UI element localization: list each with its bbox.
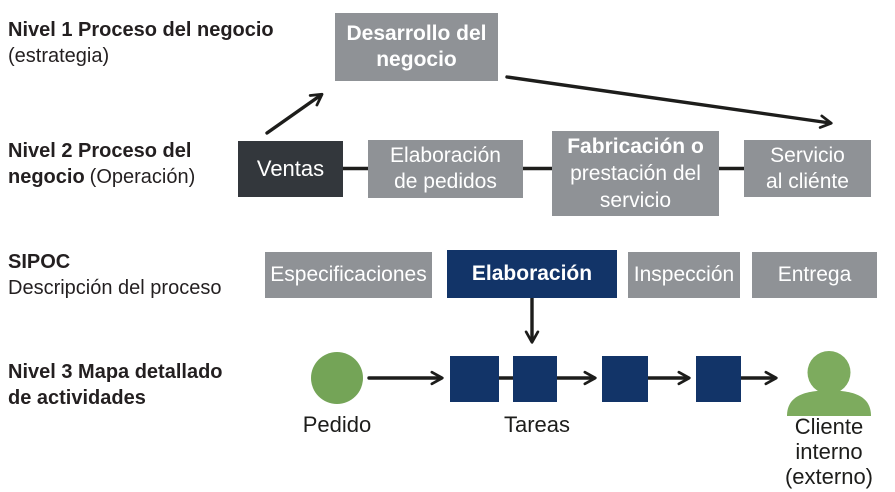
nivel2-row-label: Nivel 2 Proceso del negocio(Operación) xyxy=(8,138,195,190)
start-node-circle-icon xyxy=(311,352,363,404)
box-label-line: Servicio xyxy=(770,143,845,167)
cliente-label: Cliente interno (externo) xyxy=(769,414,889,489)
tareas-label: Tareas xyxy=(503,412,571,437)
box-fabricacion-o-prestacion: Fabricación o prestación del servicio xyxy=(552,131,719,216)
nivel2-row-label-line2: negocio(Operación) xyxy=(8,164,195,190)
box-label-line: servicio xyxy=(599,189,672,212)
task-node-4 xyxy=(696,356,741,402)
pedido-label: Pedido xyxy=(302,412,372,437)
box-label-line: de pedidos xyxy=(394,170,497,193)
cliente-label-line: interno xyxy=(795,439,863,464)
sipoc-box-elaboracion: Elaboración xyxy=(447,250,617,298)
nivel3-row-label: Nivel 3 Mapa detallado de actividades xyxy=(8,359,223,411)
nivel1-row-label-bold: Nivel 1 Proceso del negocio xyxy=(8,19,274,41)
sipoc-box-especificaciones: Especificaciones xyxy=(265,252,432,298)
box-label-line: Inspección xyxy=(633,263,735,286)
box-label-line: Elaboración xyxy=(390,144,501,167)
person-icon xyxy=(787,351,871,416)
box-elaboracion-de-pedidos: Elaboración de pedidos xyxy=(368,140,523,198)
box-label-line: Especificaciones xyxy=(270,263,427,286)
sipoc-box-entrega: Entrega xyxy=(752,252,877,298)
box-label-line: prestación del xyxy=(570,162,701,185)
nivel3-row-label-bold2: de actividades xyxy=(8,387,146,409)
nivel2-row-label-sub: (Operación) xyxy=(89,166,196,188)
nivel2-row-label-bold: Nivel 2 Proceso del xyxy=(8,140,192,162)
nivel1-row-label-sub: (estrategia) xyxy=(8,45,110,67)
task-node-3 xyxy=(602,356,648,402)
task-node-1 xyxy=(450,356,499,402)
nivel1-row-label: Nivel 1 Proceso del negocio (estrategia) xyxy=(8,17,274,69)
box-label-line: Ventas xyxy=(256,156,325,181)
nivel2-row-label-bold2: negocio xyxy=(8,166,85,188)
box-label-line: Desarrollo del xyxy=(346,22,487,45)
box-label-line: Elaboración xyxy=(471,262,593,285)
arrow-desarrollo-to-servicio xyxy=(505,75,833,129)
sipoc-row-label: SIPOC Descripción del proceso xyxy=(8,249,221,301)
box-desarrollo-del-negocio: Desarrollo del negocio xyxy=(335,13,498,81)
box-ventas: Ventas xyxy=(238,141,343,197)
sipoc-row-label-bold: SIPOC xyxy=(8,251,71,273)
box-label-line: negocio xyxy=(376,48,457,71)
cliente-label-line: (externo) xyxy=(784,464,874,489)
sipoc-box-inspeccion: Inspección xyxy=(628,252,740,298)
box-label-line: Entrega xyxy=(777,263,852,286)
box-label-line: al cliénte xyxy=(766,169,849,193)
task-node-2 xyxy=(513,356,557,402)
box-label-line: Fabricación o xyxy=(567,135,704,158)
arrow-ventas-to-desarrollo xyxy=(265,92,324,135)
sipoc-row-label-sub: Descripción del proceso xyxy=(8,277,222,299)
nivel3-row-label-bold: Nivel 3 Mapa detallado xyxy=(8,361,223,383)
box-servicio-al-cliente: Servicio al cliénte xyxy=(744,140,871,197)
cliente-label-line: Cliente xyxy=(794,414,864,439)
